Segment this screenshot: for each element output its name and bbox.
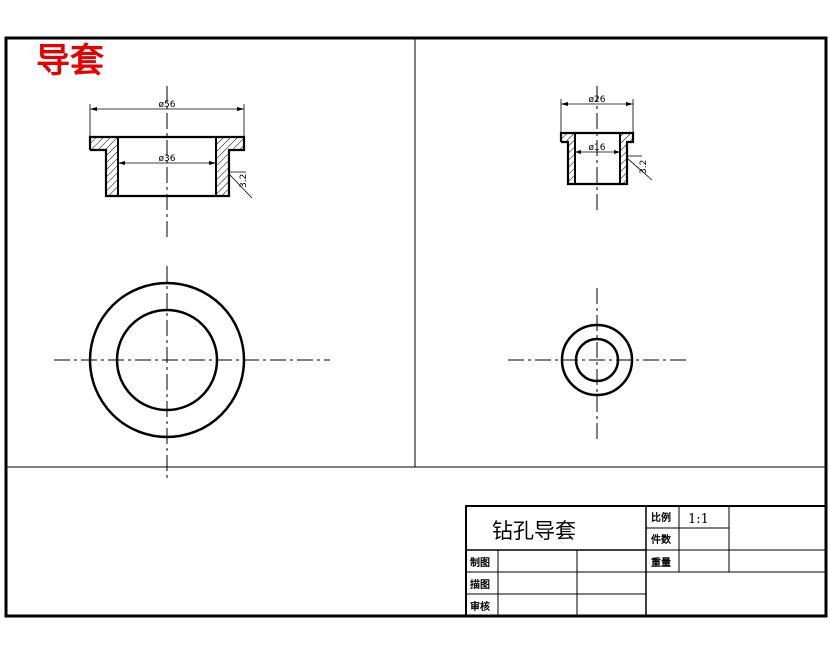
right-bushing-section-view: ø26 ø16 3.2: [559, 86, 653, 214]
left-dim-inner: ø36: [159, 154, 176, 164]
title-block: 钻孔导套 比例 1:1 件数 重量 制图 描图 审核: [465, 505, 827, 617]
sheet-border: [4, 36, 828, 618]
traced-label: 描图: [470, 578, 490, 591]
right-dim-outer: ø26: [589, 95, 606, 105]
drawing-title: 导套: [36, 41, 104, 81]
weight-label: 重量: [651, 556, 671, 569]
right-dim-inner: ø16: [589, 143, 606, 153]
checked-label: 审核: [470, 600, 490, 613]
left-dim-outer: ø56: [159, 100, 176, 110]
scale-label: 比例: [651, 511, 671, 524]
quantity-label: 件数: [651, 533, 672, 546]
drawn-label: 制图: [470, 556, 490, 569]
right-dim-wall: 3.2: [639, 160, 649, 174]
left-bushing-top-view: [54, 266, 330, 478]
scale-value: 1:1: [688, 512, 709, 527]
right-bushing-top-view: [508, 288, 690, 440]
left-bushing-section-view: ø56 ø36 3.2: [88, 86, 253, 240]
left-dim-wall: 3.2: [239, 174, 249, 188]
part-name: 钻孔导套: [492, 519, 576, 543]
